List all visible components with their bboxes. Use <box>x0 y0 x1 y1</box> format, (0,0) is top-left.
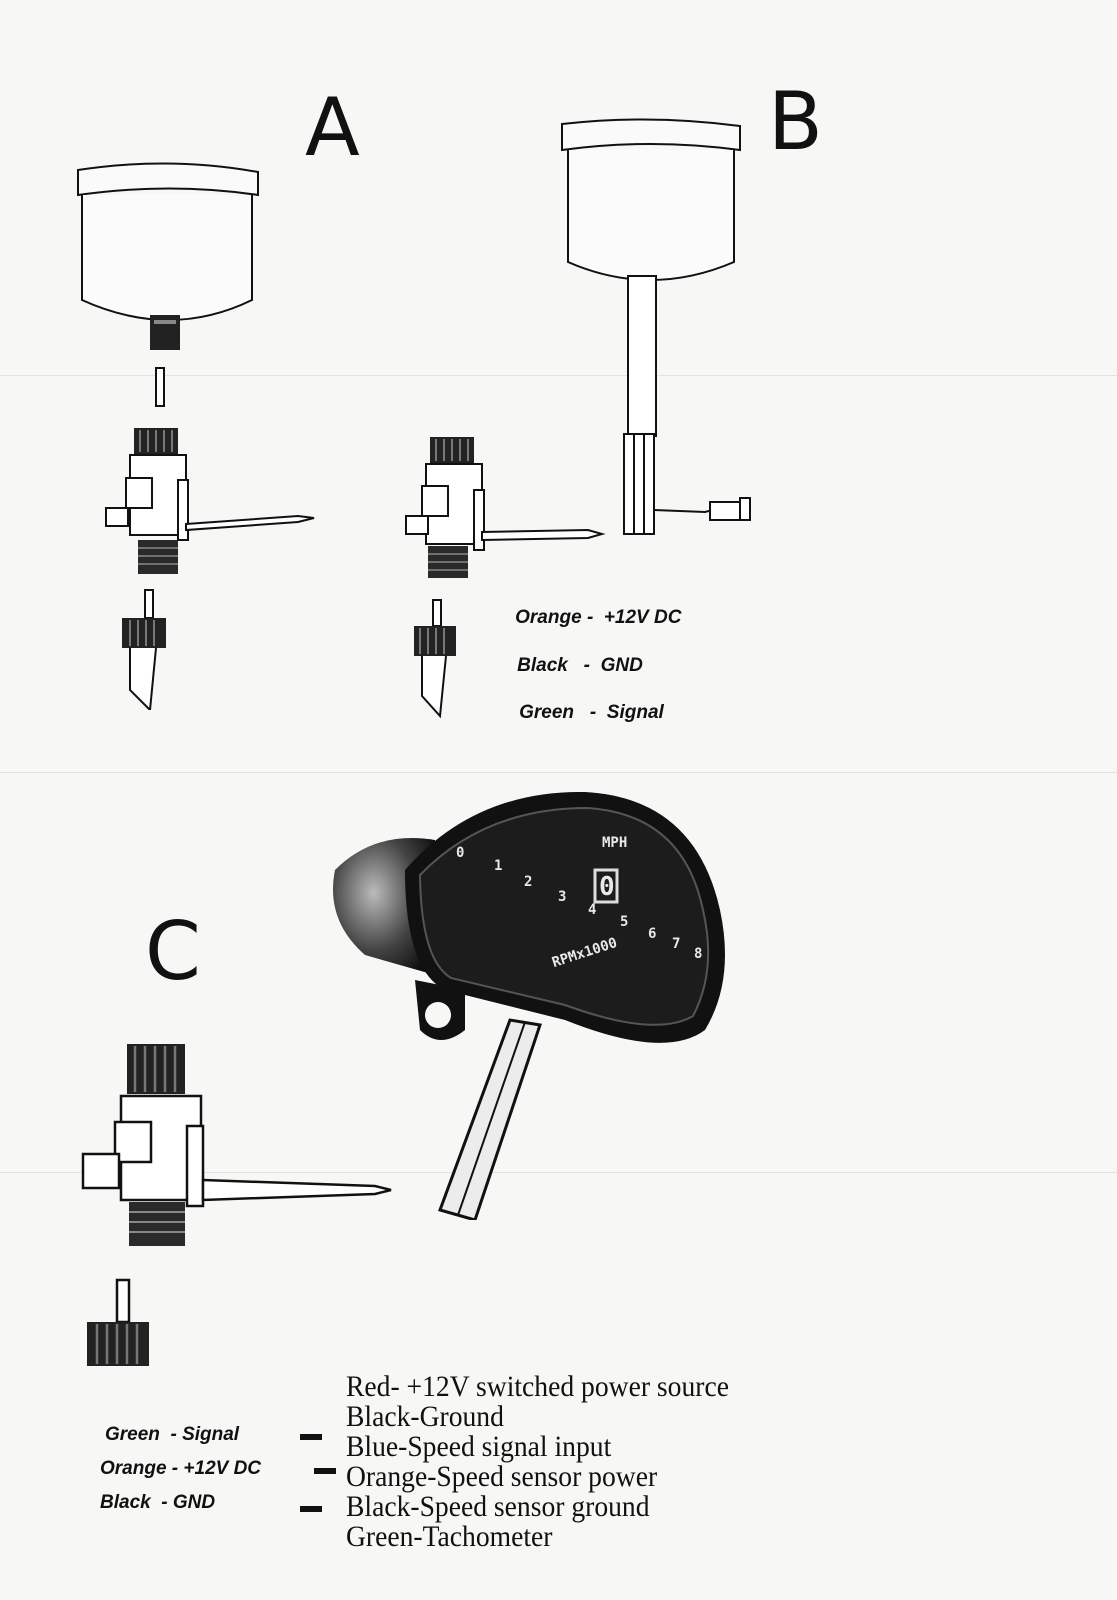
dial-scale-4: 4 <box>588 902 597 918</box>
diagram-a <box>77 162 315 710</box>
wire-label-orange: Orange - +12V DC <box>494 585 681 651</box>
diagram-c <box>81 1044 392 1366</box>
wire-color: Black <box>517 655 568 676</box>
wire-label-black: Black - GND <box>496 633 643 699</box>
legend-line: Red- +12V switched power source <box>346 1370 729 1403</box>
dial-scale-5: 5 <box>620 914 629 930</box>
legend-line: Orange-Speed sensor power <box>346 1460 658 1493</box>
wire-label-c-orange: Orange - +12V DC <box>100 1458 262 1479</box>
wire-color: Orange <box>515 607 582 628</box>
section-label-b: B <box>768 75 823 168</box>
section-label-a: A <box>305 81 360 174</box>
legend-line: Green-Tachometer <box>346 1520 553 1553</box>
diagram-b <box>405 118 751 719</box>
wire-label-c-black: Black - GND <box>100 1492 216 1513</box>
dial-scale-2: 2 <box>524 874 533 890</box>
fold-line <box>0 772 1117 773</box>
wire-sep: - <box>589 702 597 723</box>
fold-line <box>0 375 1117 376</box>
legend-line: Black-Ground <box>346 1400 504 1433</box>
dial-scale-0: 0 <box>456 845 465 861</box>
dial-speed-digit: 0 <box>599 872 615 902</box>
legend-connectors <box>300 1434 336 1512</box>
fold-line <box>0 1172 1117 1173</box>
wire-sep: - <box>583 655 590 676</box>
wire-function: +12V DC <box>603 607 682 628</box>
dial-mph-label: MPH <box>602 835 628 851</box>
dial-scale-7: 7 <box>672 936 681 952</box>
wire-function: GND <box>600 655 643 676</box>
wire-sep: - <box>586 607 594 628</box>
dial-scale-6: 6 <box>648 926 657 942</box>
section-label-c: C <box>145 905 201 998</box>
gauge-photo <box>333 791 725 1220</box>
wire-label-green: Green - Signal <box>498 680 664 746</box>
wire-function: Signal <box>606 702 664 723</box>
wire-color: Green <box>519 702 575 723</box>
wire-label-c-green: Green - Signal <box>105 1424 240 1445</box>
dial-scale-1: 1 <box>494 858 503 874</box>
dial-scale-8: 8 <box>694 946 703 962</box>
legend-line: Blue-Speed signal input <box>346 1430 612 1463</box>
legend-line: Black-Speed sensor ground <box>346 1490 650 1523</box>
dial-scale-3: 3 <box>558 889 567 905</box>
